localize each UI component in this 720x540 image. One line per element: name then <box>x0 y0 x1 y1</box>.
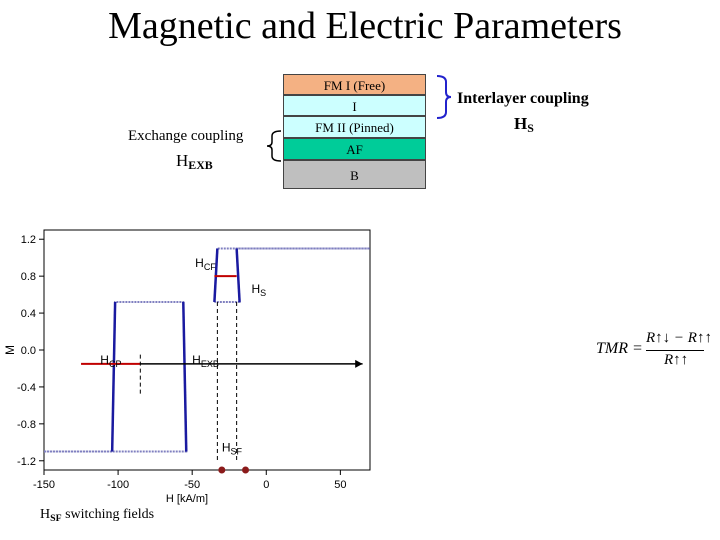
right-brace-icon <box>436 75 452 119</box>
annotation-subscript: CP <box>109 359 122 369</box>
annotation-symbol: H <box>100 353 109 367</box>
series-switch-1-3 <box>235 248 241 303</box>
x-axis-label: H [kA/m] <box>166 493 208 505</box>
annotation-symbol: H <box>195 256 204 270</box>
y-tick-label-3: 0.0 <box>21 345 36 357</box>
interlayer-coupling-label: Interlayer coupling <box>457 90 589 108</box>
annotation-subscript: SF <box>230 447 242 457</box>
hs-symbol: H <box>514 114 528 133</box>
tmr-fraction-bar <box>646 350 704 351</box>
annotation-exb: HEXB <box>192 353 219 369</box>
footer-text: switching fields <box>61 507 155 522</box>
annotation-cf: HCF <box>195 256 216 272</box>
y-tick-label-0: 1.2 <box>21 234 36 246</box>
braces <box>266 75 452 162</box>
series-switch-0-3 <box>182 301 188 452</box>
tmr-denominator: R↑↑ <box>664 352 689 368</box>
x-tick-label-1: -100 <box>107 479 129 491</box>
annotation-symbol: H <box>192 353 201 367</box>
hsf-point-1 <box>242 466 250 474</box>
y-tick-label-4: -0.4 <box>17 382 36 394</box>
y-tick-label-6: -1.2 <box>17 456 36 468</box>
x-tick-label-3: 0 <box>263 479 269 491</box>
series-dotted-1 <box>213 247 370 303</box>
x-tick-label-2: -50 <box>184 479 200 491</box>
hexb-sub: EXB <box>188 158 213 172</box>
y-tick-label-5: -0.8 <box>17 419 36 431</box>
x-tick-label-4: 50 <box>334 479 346 491</box>
annotation-subscript: CF <box>204 262 216 272</box>
annotation-subscript: S <box>260 288 266 298</box>
hs-label: HS <box>514 114 534 136</box>
annotation-symbol: H <box>251 282 260 296</box>
layer-1: I <box>283 95 426 116</box>
footer-symbol: H <box>40 507 51 522</box>
annotation-cp: HCP <box>100 353 121 369</box>
y-tick-label-2: 0.4 <box>21 308 36 320</box>
footer-label: HSF switching fields <box>40 507 154 524</box>
hsf-point-0 <box>218 466 226 474</box>
hexb-symbol: H <box>176 151 189 170</box>
annotation-s: HS <box>251 282 266 298</box>
tmr-numerator: R↑↓ − R↑↑ <box>646 330 712 346</box>
y-axis-label: M <box>3 345 17 355</box>
series-dotted-0 <box>44 301 188 453</box>
hs-sub: S <box>527 121 534 135</box>
layer-3: AF <box>283 138 426 160</box>
exchange-coupling-label: Exchange coupling <box>128 128 243 145</box>
hexb-label: HEXB <box>176 151 213 173</box>
annotation-sf: HSF <box>222 441 243 457</box>
x-tick-label-0: -150 <box>33 479 55 491</box>
annotation-subscript: EXB <box>201 359 219 369</box>
interlayer-coupling-text: Interlayer coupling <box>457 90 589 107</box>
hexb-arrowhead-icon <box>355 359 363 368</box>
footer-sub: SF <box>50 513 62 524</box>
hysteresis-chart: -150 -100 -50 0 50 1.2 0.8 0.4 0.0 -0.4 -0.8 -1.2 H … <box>3 229 371 505</box>
layer-2: FM II (Pinned) <box>283 116 426 138</box>
exchange-coupling-text: Exchange coupling <box>128 128 244 144</box>
layer-4: B <box>283 160 426 189</box>
annotation-symbol: H <box>222 441 231 455</box>
layer-0: FM I (Free) <box>283 74 426 95</box>
series-switch-0-1 <box>110 301 117 452</box>
page-title: Magnetic and Electric Parameters <box>108 5 622 47</box>
y-tick-label-1: 0.8 <box>21 271 36 283</box>
tmr-lhs: TMR = <box>596 340 643 357</box>
left-brace-icon <box>266 130 282 162</box>
